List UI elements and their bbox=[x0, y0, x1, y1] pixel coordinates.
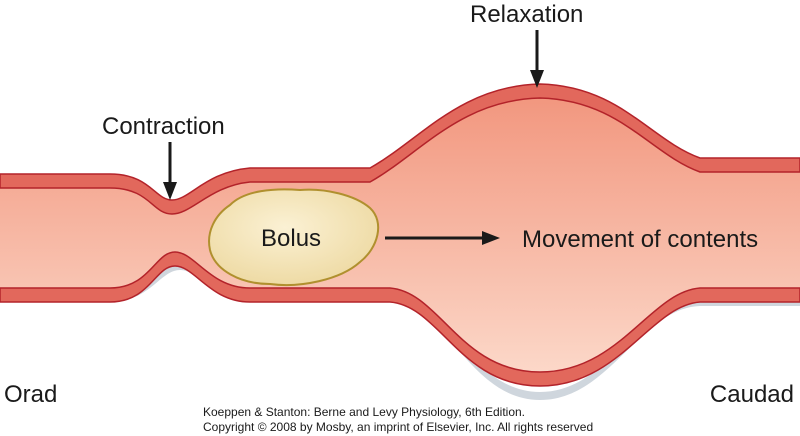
orad-label: Orad bbox=[4, 381, 57, 408]
relaxation-label: Relaxation bbox=[470, 1, 583, 28]
contraction-arrow bbox=[163, 142, 177, 200]
relaxation-arrow bbox=[530, 30, 544, 88]
credit-line-1: Koeppen & Stanton: Berne and Levy Physio… bbox=[203, 405, 525, 419]
contraction-label: Contraction bbox=[102, 113, 225, 140]
bolus-label: Bolus bbox=[261, 225, 321, 252]
caudad-label: Caudad bbox=[710, 381, 794, 408]
lumen bbox=[0, 98, 800, 382]
movement-arrow bbox=[385, 231, 500, 245]
movement-label: Movement of contents bbox=[522, 226, 758, 253]
bolus bbox=[208, 188, 380, 286]
top-wall bbox=[0, 83, 800, 215]
bottom-wall bbox=[0, 251, 800, 387]
credit-line-2: Copyright © 2008 by Mosby, an imprint of… bbox=[203, 420, 593, 434]
